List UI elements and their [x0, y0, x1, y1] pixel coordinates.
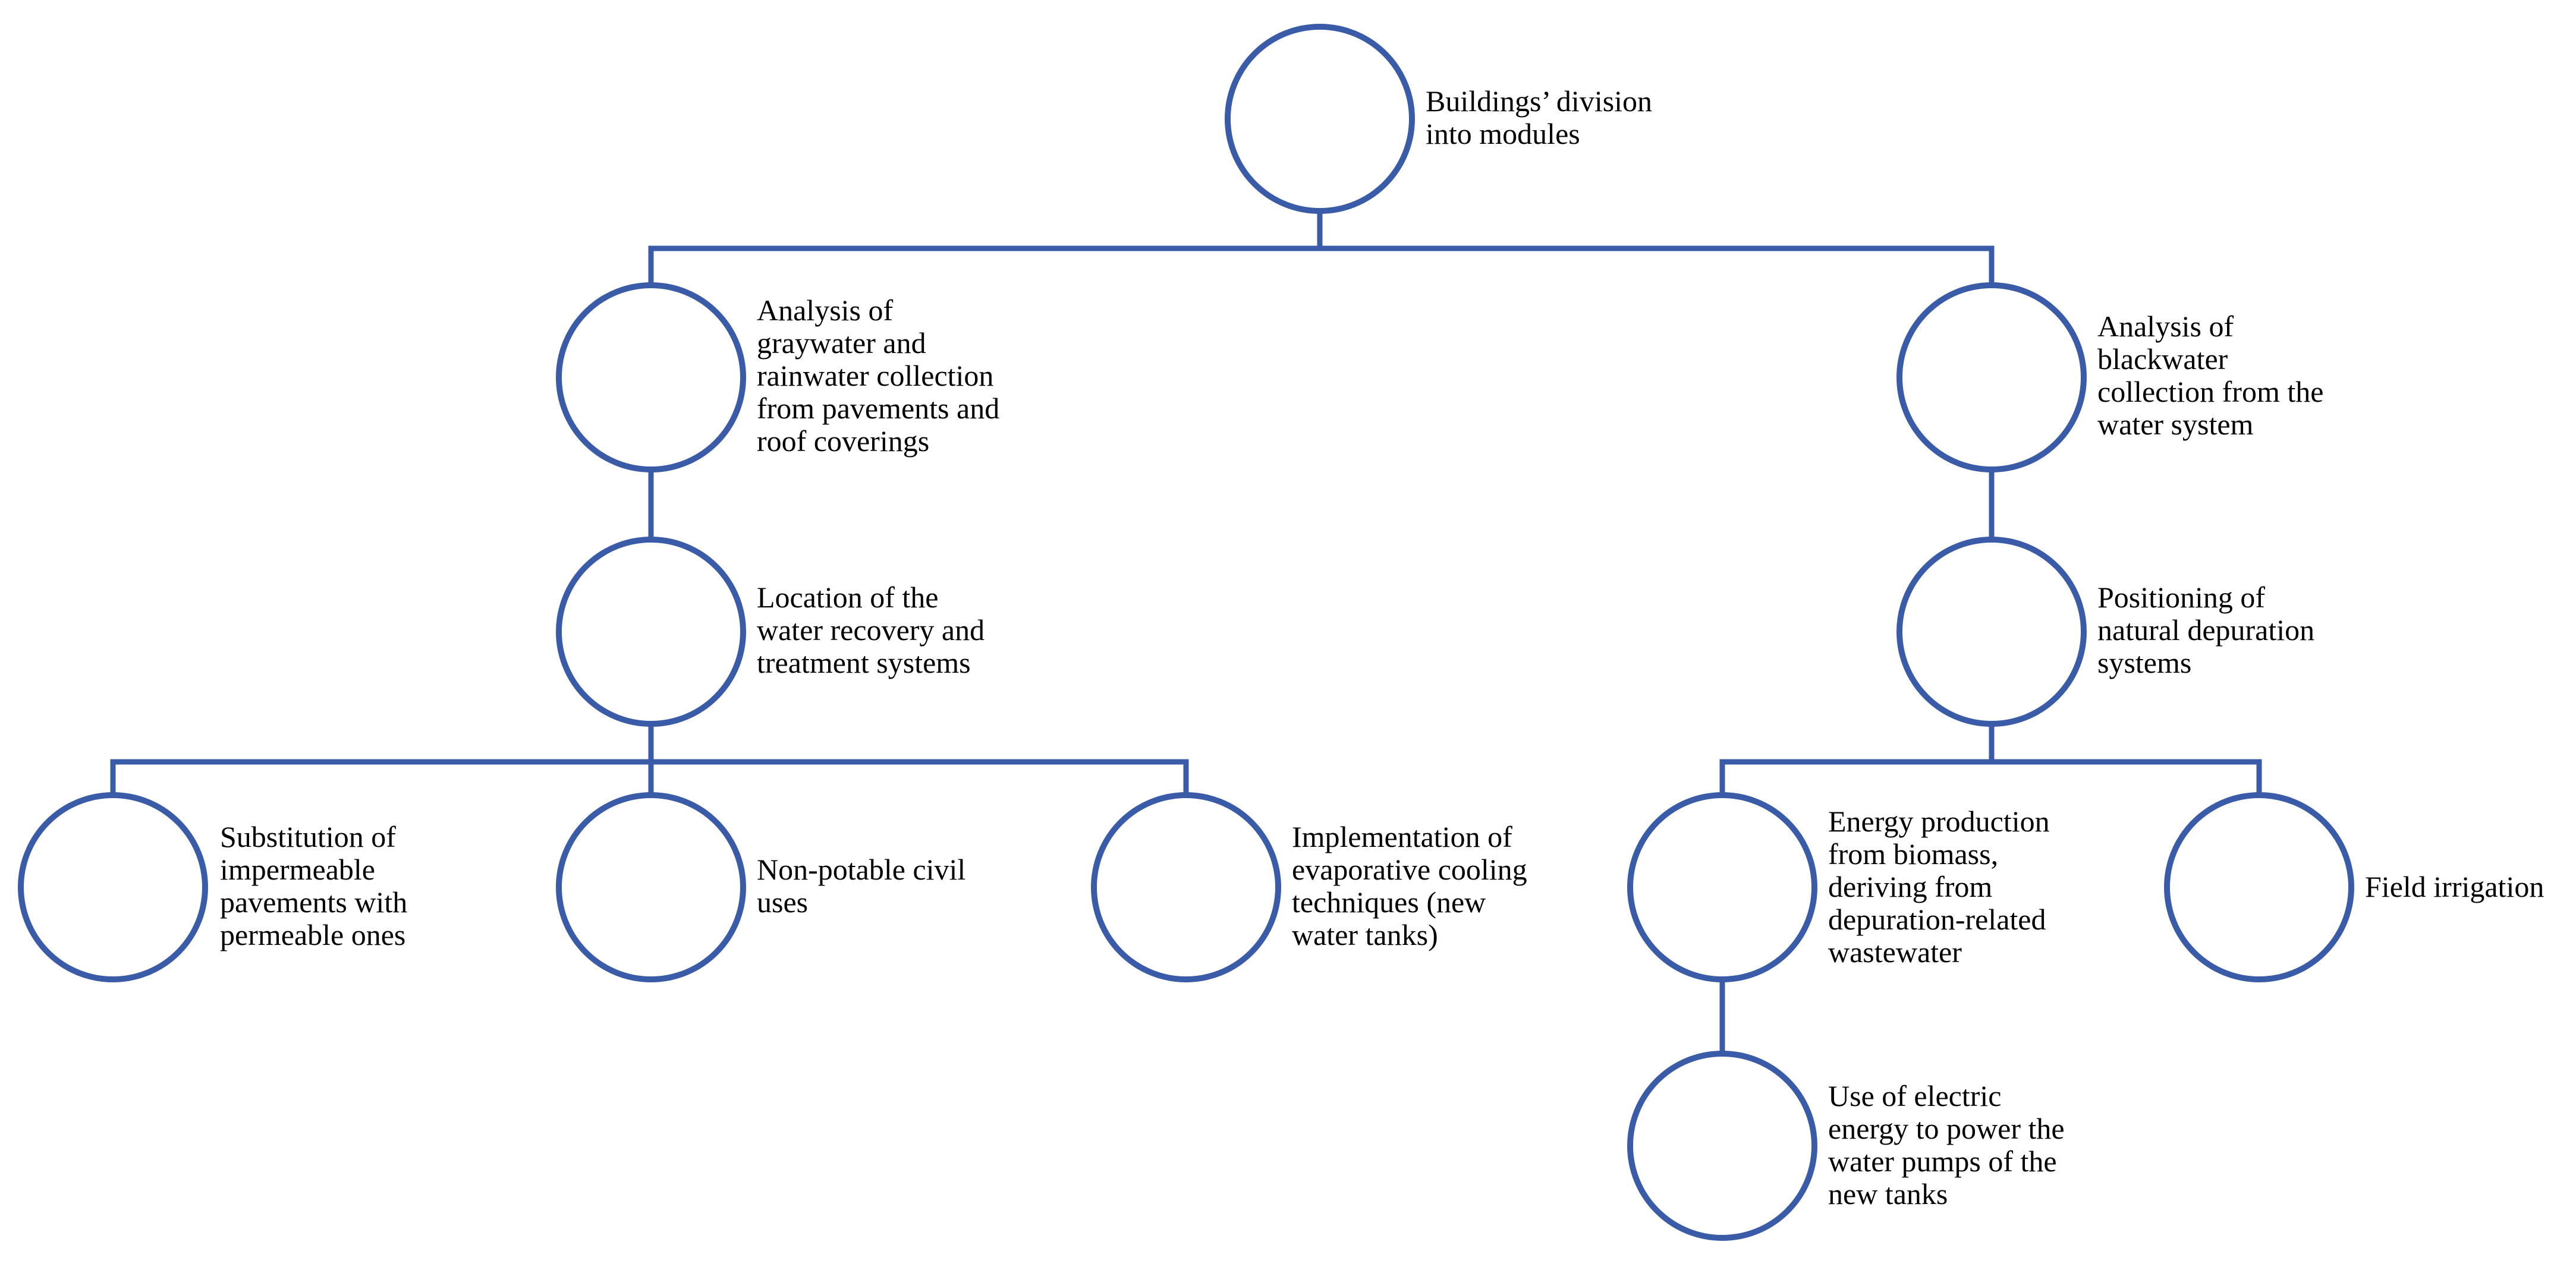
pipe-trench-icon: [1896, 282, 2087, 472]
rain-on-roof-icon: [556, 282, 746, 472]
node-label-irrigation: Field irrigation: [2365, 870, 2544, 903]
node-label-recovery: Location of the water recovery and treat…: [757, 581, 985, 679]
fountain-icon: [1627, 1051, 1817, 1241]
node-label-blackwater: Analysis of blackwater collection from t…: [2097, 310, 2324, 441]
node-label-depuration: Positioning of natural depuration system…: [2097, 581, 2315, 679]
node-label-nonpotable: Non-potable civil uses: [757, 853, 966, 919]
house-water-tank-icon: [556, 537, 746, 727]
sprinkler-lawn-icon: [2164, 792, 2354, 982]
node-label-biomass: Energy production from biomass, deriving…: [1828, 805, 2050, 969]
biomass-plant-icon: [1627, 792, 1817, 982]
window-washing-icon: [556, 792, 746, 982]
connector-lines: [110, 211, 2262, 1055]
node-label-pumps: Use of electric energy to power the wate…: [1828, 1079, 2065, 1211]
node-label-modules: Buildings’ division into modules: [1426, 84, 1653, 150]
reed-bed-filter-icon: [1896, 537, 2087, 727]
grass-paver-icon: [18, 792, 208, 982]
garden-pond-icon: [1091, 792, 1281, 982]
node-label-cooling: Implementation of evaporative cooling te…: [1292, 820, 1527, 951]
site-plan-modules-icon: [1225, 24, 1415, 214]
node-label-graywater: Analysis of graywater and rainwater coll…: [757, 294, 1000, 458]
node-label-pavements: Substitution of impermeable pavements wi…: [220, 820, 408, 951]
